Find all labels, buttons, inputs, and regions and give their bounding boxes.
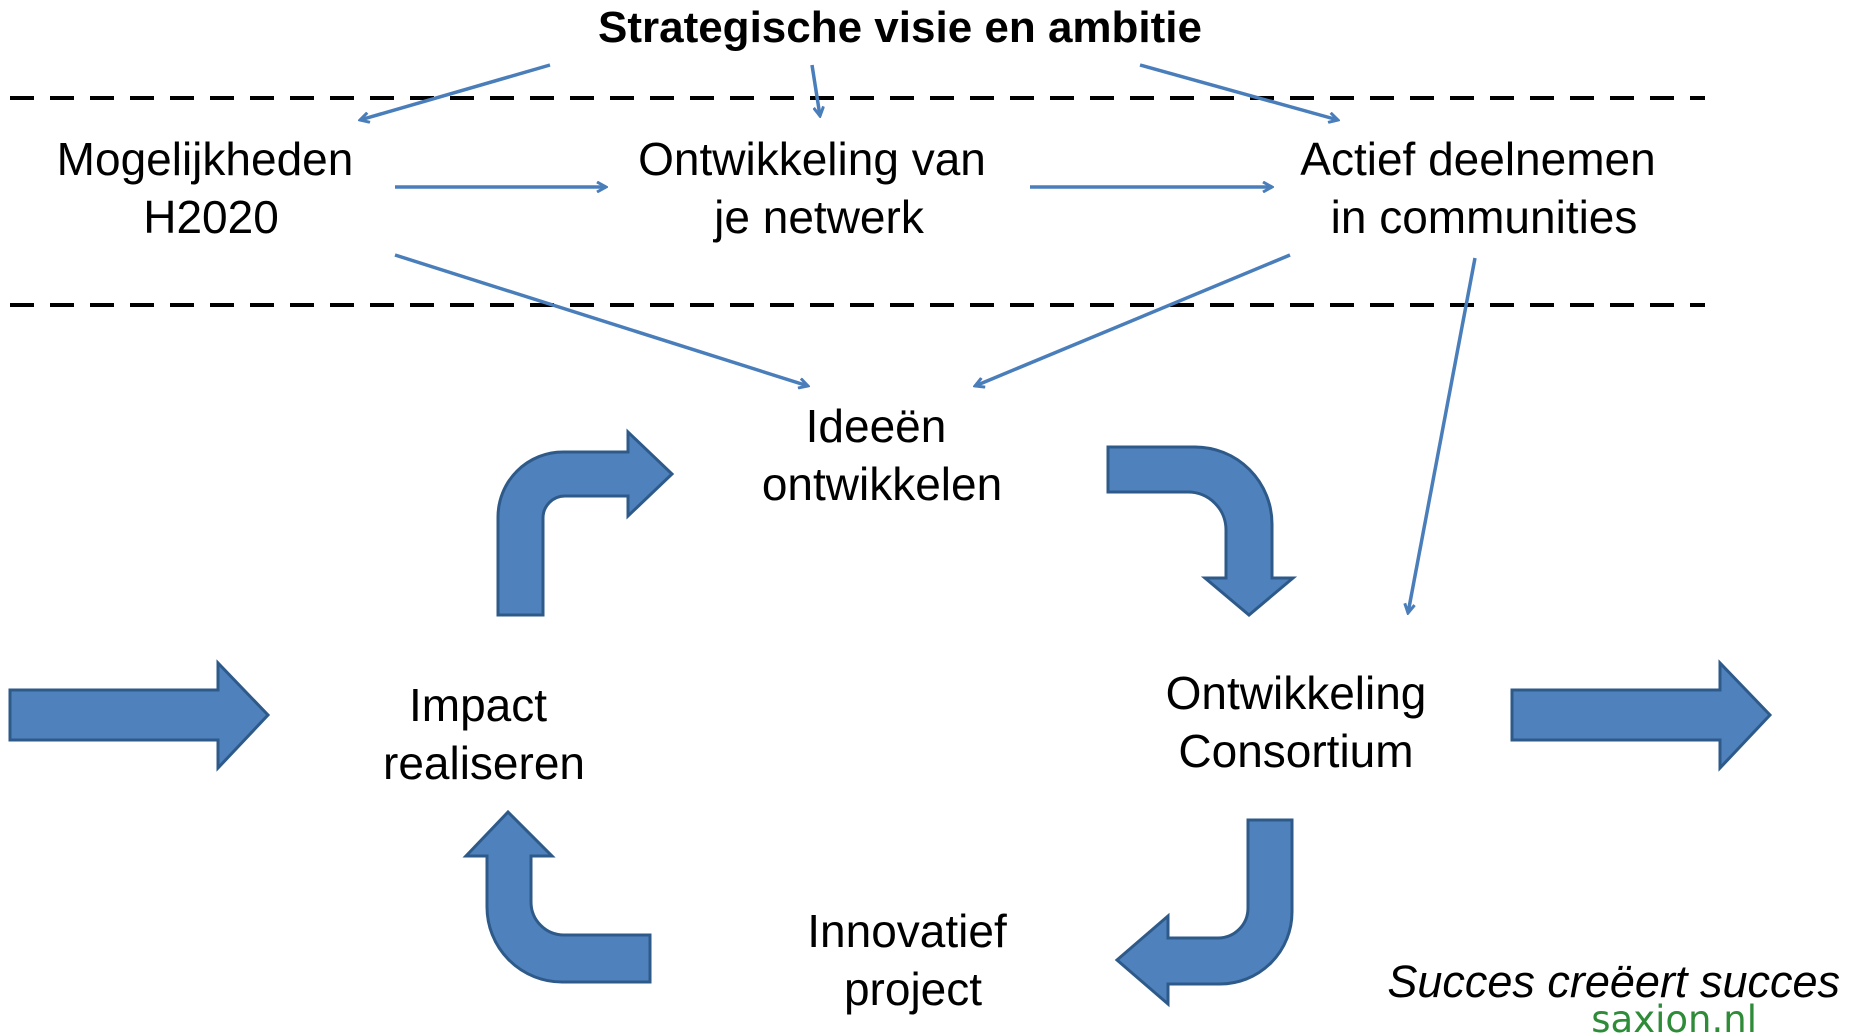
node-mogelijkheden: Mogelijkheden H2020 [57, 133, 354, 243]
arrow-mogelijkheden-to-ideeen [394, 253, 808, 386]
node-mogelijkheden-line1: Mogelijkheden [57, 133, 354, 185]
block-arrow-left-in [8, 659, 271, 772]
curved-arrow-ideeen-to-consortium [1106, 445, 1298, 617]
arrow-title-to-communities [1139, 63, 1338, 120]
node-communities: Actief deelnemen in communities [1300, 133, 1655, 243]
block-arrow-right-out [1510, 659, 1773, 772]
block-arrows [8, 428, 1773, 1008]
node-impact-line1: Impact [409, 679, 547, 731]
curved-arrow-project-to-impact [462, 809, 652, 984]
arrow-communities-to-consortium [1408, 257, 1477, 613]
node-communities-line1: Actief deelnemen [1300, 133, 1655, 185]
node-consortium-line1: Ontwikkeling [1166, 667, 1427, 719]
node-impact: Impact realiseren [383, 679, 585, 789]
node-netwerk-line1: Ontwikkeling van [638, 133, 986, 185]
node-project-line1: Innovatief [807, 905, 1007, 957]
node-impact-line2: realiseren [383, 737, 585, 789]
node-netwerk: Ontwikkeling van je netwerk [638, 133, 986, 243]
arrow-communities-to-ideeen [975, 253, 1291, 386]
connector-arrows [360, 63, 1477, 613]
node-consortium: Ontwikkeling Consortium [1166, 667, 1427, 777]
node-netwerk-line2: je netwerk [712, 191, 925, 243]
brand-logo-text: saxion.nl [1591, 998, 1757, 1035]
node-project-line2: project [844, 963, 982, 1015]
diagram-title: Strategische visie en ambitie [598, 3, 1202, 52]
curved-arrow-impact-to-ideeen [496, 428, 675, 617]
node-communities-line2: in communities [1331, 191, 1638, 243]
curved-arrow-consortium-to-project [1114, 818, 1294, 1008]
node-project: Innovatief project [807, 905, 1007, 1015]
node-ideeen-line2: ontwikkelen [762, 458, 1002, 510]
node-mogelijkheden-line2: H2020 [143, 191, 279, 243]
node-consortium-line2: Consortium [1178, 725, 1413, 777]
arrow-title-to-netwerk [810, 64, 820, 116]
arrow-title-to-mogelijkheden [360, 63, 551, 120]
node-ideeen: Ideeën ontwikkelen [762, 400, 1002, 510]
node-ideeen-line1: Ideeën [806, 400, 947, 452]
tagline: Succes creëert succes [1387, 956, 1840, 1007]
